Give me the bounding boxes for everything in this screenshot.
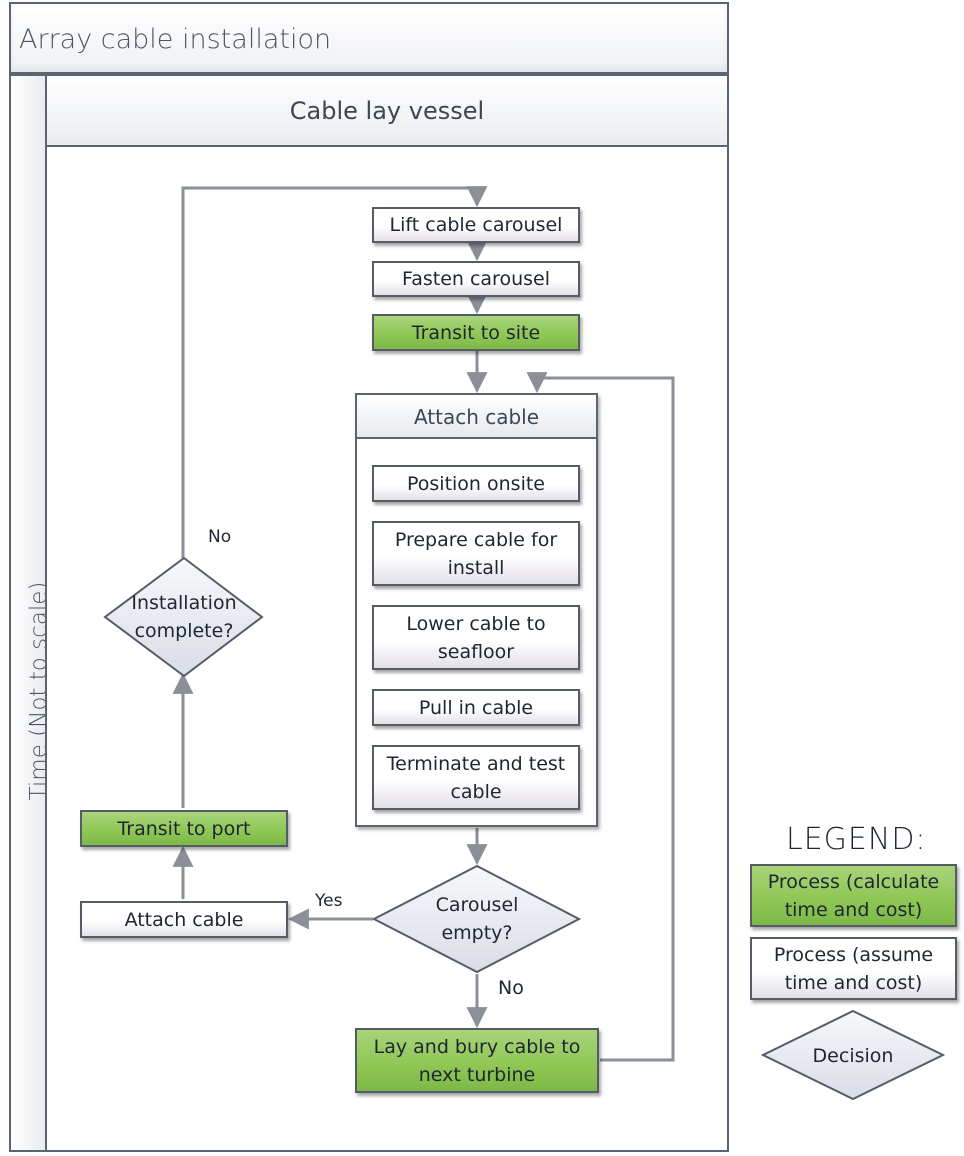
step-pull-in-cable: Pull in cable [372, 689, 580, 726]
step-terminate-test: Terminate and test cable [372, 745, 580, 810]
step-fasten-carousel: Fasten carousel [372, 261, 580, 297]
step-transit-to-port: Transit to port [80, 810, 288, 847]
step-lift-carousel: Lift cable carousel [372, 207, 580, 243]
step-position-onsite: Position onsite [372, 465, 580, 502]
edge-label-install-no: No [208, 527, 232, 547]
step-lower-cable: Lower cable to seafloor [372, 605, 580, 670]
legend-process-assume: Process (assume time and cost) [750, 937, 957, 1000]
legend-process-calculate: Process (calculate time and cost) [750, 864, 957, 927]
lane-header: Cable lay vessel [45, 74, 729, 147]
step-lay-and-bury: Lay and bury cable to next turbine [355, 1028, 599, 1093]
diagram-title: Array cable installation [9, 2, 729, 74]
step-transit-to-site: Transit to site [372, 314, 580, 351]
decision-carousel-label-1: Carousel [436, 894, 519, 916]
arrow-install-no-loop [181, 186, 488, 558]
decision-carousel-empty [371, 864, 582, 974]
decision-carousel-label-2: empty? [441, 922, 512, 944]
decision-installation-complete [103, 556, 264, 678]
time-axis: Time (Not to scale) [9, 74, 52, 1152]
step-prepare-cable: Prepare cable for install [372, 521, 580, 586]
edge-label-carousel-no: No [498, 977, 524, 999]
decision-install-label-2: complete? [135, 620, 234, 642]
decision-install-label-1: Installation [131, 592, 236, 614]
edge-label-yes: Yes [315, 891, 343, 911]
legend-decision-shape [760, 1009, 946, 1101]
legend-title: LEGEND: [786, 822, 927, 857]
step-attach-cable-end: Attach cable [80, 901, 288, 938]
legend-decision-label: Decision [813, 1045, 894, 1067]
attach-cable-group-title: Attach cable [355, 393, 598, 439]
arrow-lay-loop [526, 372, 675, 1062]
